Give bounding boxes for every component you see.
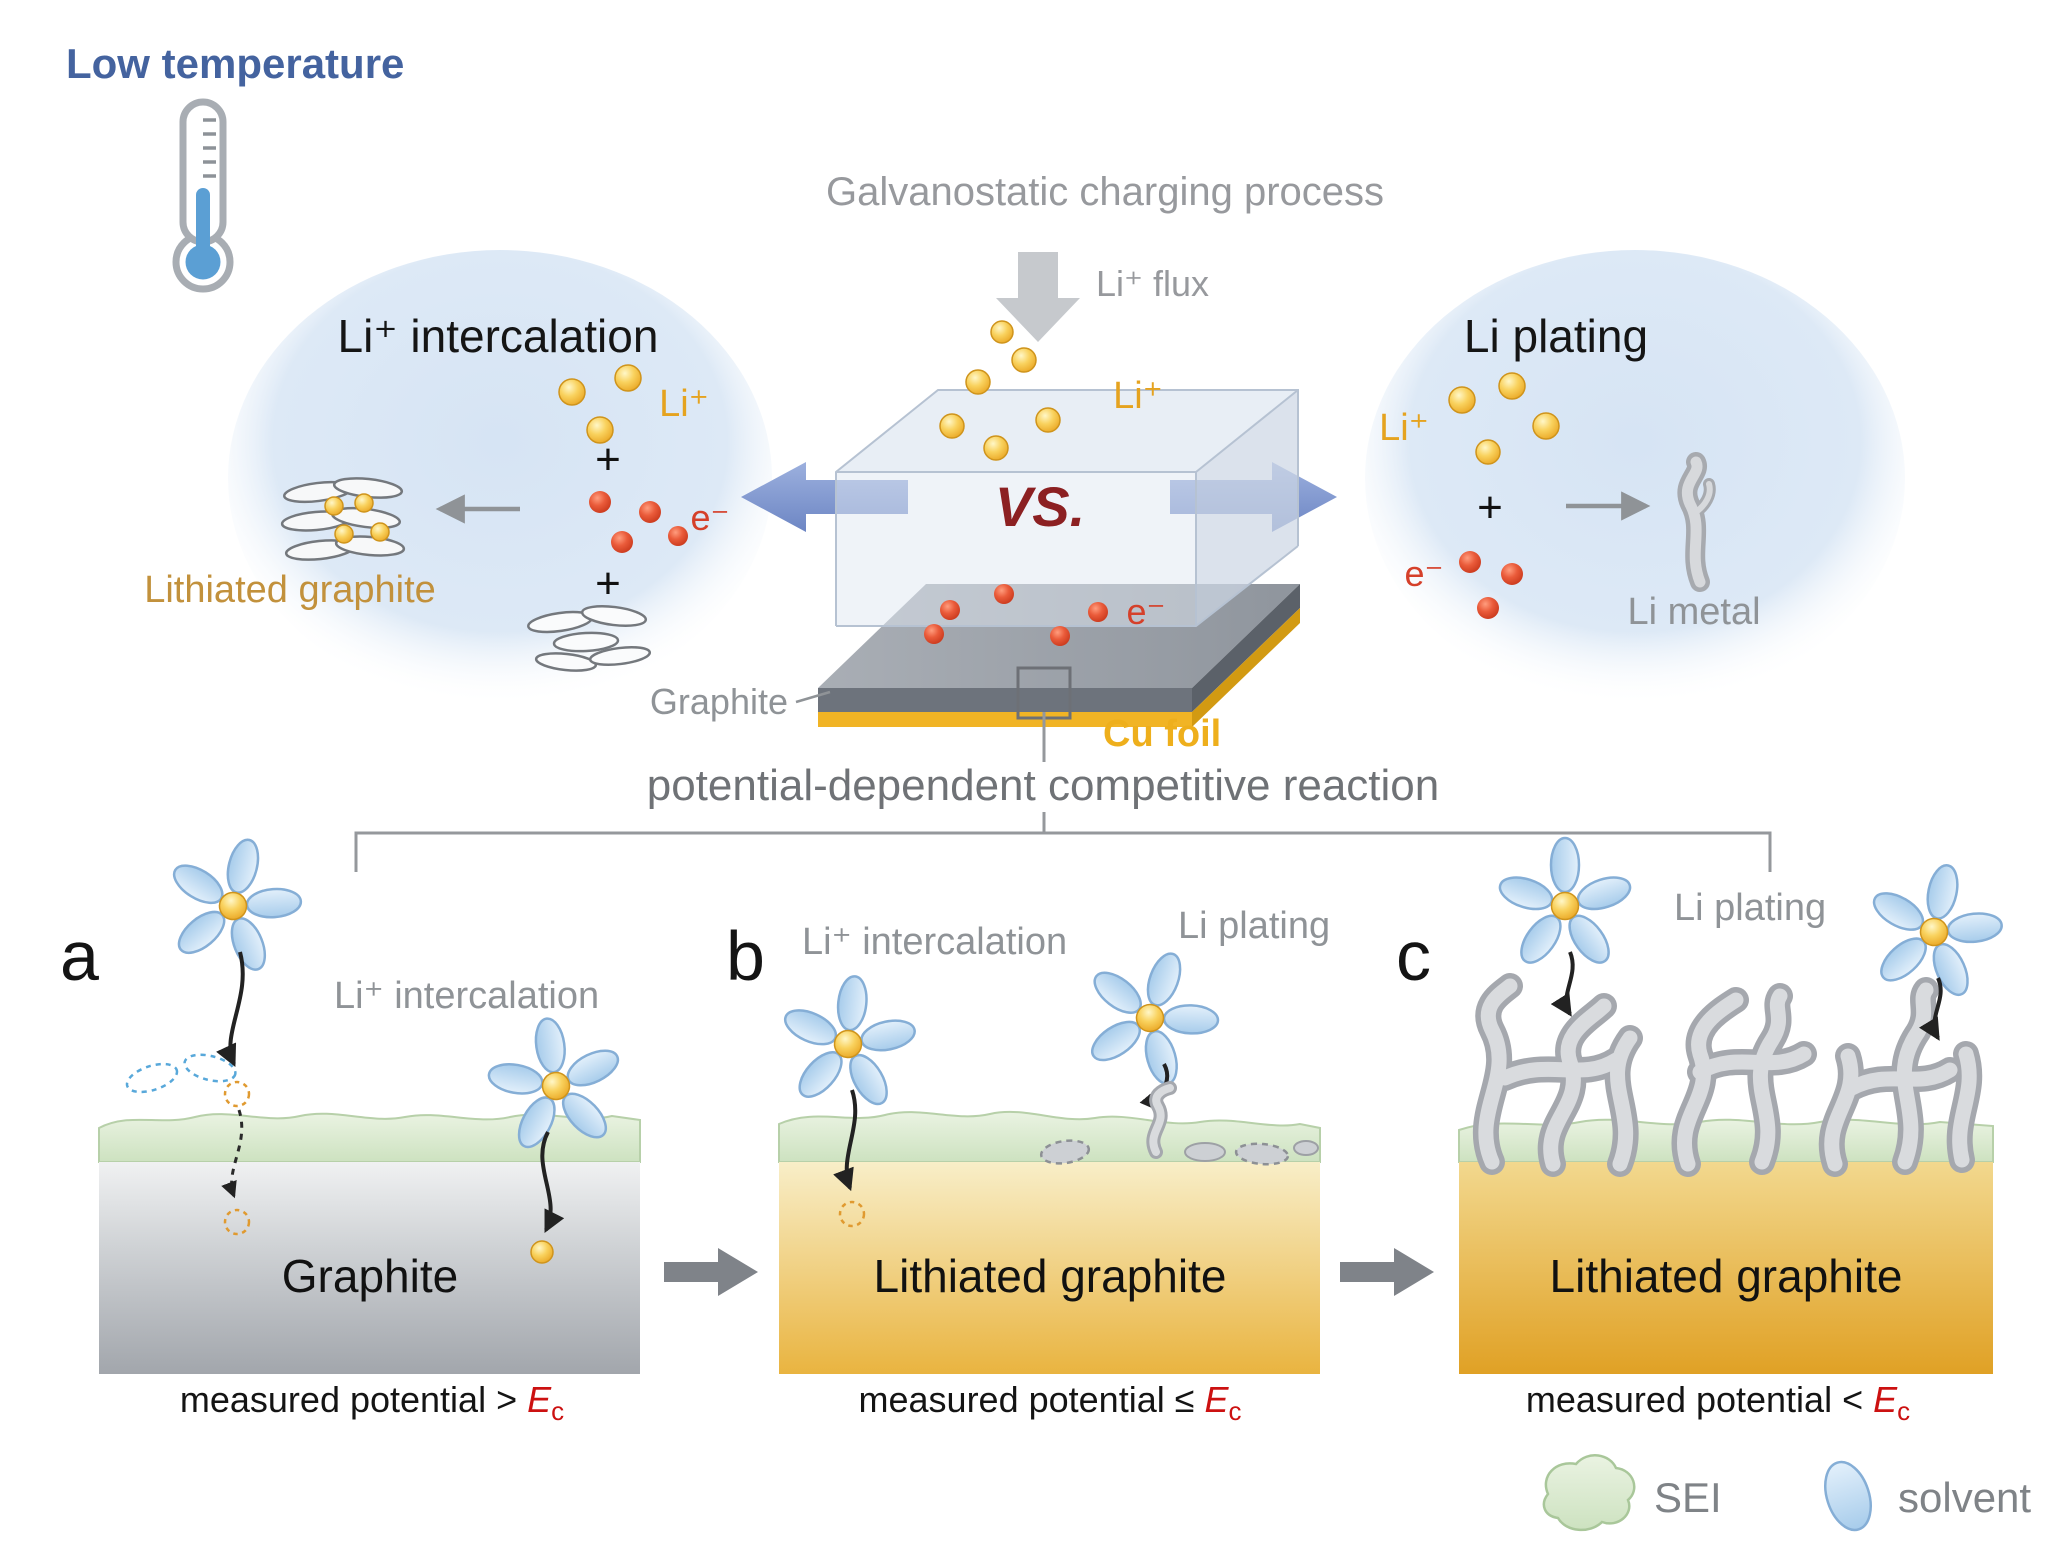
li-ion-spheres <box>939 320 1061 461</box>
cell-case <box>835 389 1299 627</box>
plating-pathway: Li plating Li⁺ + e⁻ Li metal <box>1379 310 1760 633</box>
solvated-ion <box>149 822 318 986</box>
solvent-legend-label: solvent <box>1898 1474 2031 1521</box>
vs-label: VS. <box>995 475 1085 538</box>
shed-solvent-petals <box>125 1053 237 1094</box>
solvated-ion <box>1062 929 1240 1103</box>
electron-spheres <box>924 584 1108 646</box>
lithiated-graphite-block <box>779 1162 1320 1374</box>
li-metal-product-label: Li metal <box>1627 591 1760 633</box>
plating-bubble <box>1365 250 1905 706</box>
panel-b-caption: measured potential ≤Ec <box>859 1379 1242 1426</box>
left-competition-arrow <box>741 462 908 532</box>
charging-process-label: Galvanostatic charging process <box>826 170 1384 214</box>
panel-c: c Lithiated graphite Li plating measured… <box>1396 836 2017 1426</box>
sei-legend-swatch <box>1542 1454 1636 1531</box>
intercalated-ion-outline <box>223 1208 251 1236</box>
sei-layer <box>98 1112 641 1163</box>
panel-a-letter: a <box>60 917 99 995</box>
electron-label: e⁻ <box>1404 553 1443 594</box>
electron-label: e⁻ <box>1126 591 1165 632</box>
li-ion-spheres <box>1448 372 1560 465</box>
li-nuclei <box>1039 1088 1319 1166</box>
electron-label: e⁻ <box>690 497 729 538</box>
intercalated-li-ion <box>530 1240 554 1264</box>
low-temperature-label: Low temperature <box>66 40 404 87</box>
panel-b-annotation-intercalation: Li⁺ intercalation <box>802 921 1067 963</box>
electrode-cell: e⁻ Li⁺ VS. Graphite Cu foil <box>650 320 1337 762</box>
plus-sign: + <box>595 435 621 484</box>
li-ion-label: Li⁺ <box>1379 407 1429 449</box>
li-flux-label: Li⁺ flux <box>1096 263 1209 304</box>
desolvated-ion-outline <box>223 1080 251 1108</box>
electron-spheres <box>1459 551 1523 619</box>
panel-b-to-c-arrow <box>1340 1248 1434 1296</box>
solvated-ion <box>1494 836 1636 971</box>
panel-b-annotation-plating: Li plating <box>1178 905 1330 947</box>
li-ion-label: Li⁺ <box>1113 375 1163 417</box>
sei-legend-label: SEI <box>1654 1474 1722 1521</box>
cu-foil-label: Cu foil <box>1103 713 1221 755</box>
li-flux-arrow <box>996 252 1080 342</box>
ion-path-arrow <box>833 1089 858 1192</box>
intercalation-pathway: Li⁺ intercalation Li⁺ + e⁻ + <box>144 310 730 672</box>
lithiated-graphite-block-label: Lithiated graphite <box>874 1250 1227 1302</box>
plating-title: Li plating <box>1464 310 1648 362</box>
intercalated-ion-outline <box>838 1200 866 1228</box>
lithiated-graphite-block-label: Lithiated graphite <box>1550 1250 1903 1302</box>
lithiated-graphite-product-label: Lithiated graphite <box>144 569 436 611</box>
panel-b-letter: b <box>726 917 765 995</box>
ion-path-arrow <box>216 951 245 1067</box>
bracket-lines <box>354 712 1772 872</box>
lithiated-graphite-block <box>1459 1162 1993 1374</box>
panel-a: a Graphite Li⁺ intercalation measured po… <box>60 822 641 1426</box>
solvent-legend-swatch <box>1824 1460 1872 1532</box>
graphite-block-label: Graphite <box>282 1250 458 1302</box>
li-ion-label: Li⁺ <box>659 383 709 425</box>
reaction-caption: potential-dependent competitive reaction <box>647 761 1440 810</box>
legend: SEI solvent <box>1542 1454 2031 1532</box>
plus-sign: + <box>1477 483 1503 532</box>
panel-a-annotation: Li⁺ intercalation <box>334 975 599 1017</box>
ion-path-arrow <box>1550 951 1575 1017</box>
graphite-pointer-label: Graphite <box>650 681 788 722</box>
intercalation-title: Li⁺ intercalation <box>338 310 659 362</box>
graphite-flakes <box>527 605 652 672</box>
li-ion-spheres <box>558 364 642 444</box>
plus-sign: + <box>595 559 621 608</box>
solvated-ion <box>771 967 925 1116</box>
panel-c-letter: c <box>1396 917 1431 995</box>
panel-a-caption: measured potential >Ec <box>180 1379 564 1426</box>
intercalation-bubble <box>228 250 772 706</box>
cu-foil-layer <box>818 608 1300 727</box>
panel-c-caption: measured potential <Ec <box>1526 1379 1910 1426</box>
ion-path-arrow <box>540 1131 565 1233</box>
ion-path-arrow <box>1918 977 1943 1041</box>
graphite-pointer-line <box>795 690 831 704</box>
panel-a-to-b-arrow <box>664 1248 758 1296</box>
lithiated-graphite-stack <box>280 477 406 561</box>
thermometer-icon <box>172 98 234 293</box>
panel-b: b Lithiated graphite Li⁺ intercalation L… <box>726 905 1330 1426</box>
panel-c-annotation: Li plating <box>1674 887 1826 929</box>
electron-spheres <box>589 491 688 553</box>
